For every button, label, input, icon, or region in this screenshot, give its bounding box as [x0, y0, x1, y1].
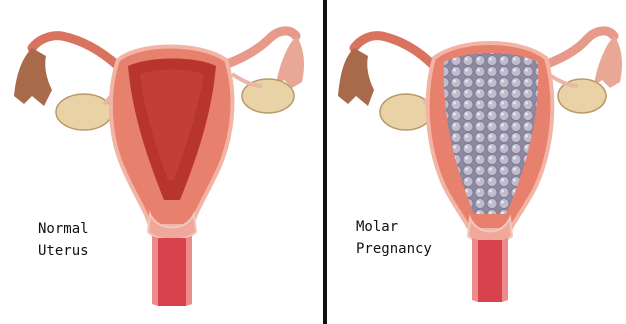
molar-pregnancy-label: Molar Pregnancy	[356, 216, 432, 260]
left-fimbriae	[14, 48, 52, 106]
left-fimbriae	[338, 48, 374, 106]
molar-pregnancy-label-line2: Pregnancy	[356, 238, 432, 260]
vagina-left-wall	[472, 238, 478, 302]
vagina	[156, 238, 188, 306]
normal-uterus-illustration	[0, 0, 324, 324]
left-ovary	[380, 94, 432, 130]
molar-pregnancy-illustration	[330, 0, 626, 324]
vagina	[476, 240, 504, 302]
left-ovary	[56, 94, 112, 130]
normal-uterus-panel: Normal Uterus	[0, 0, 324, 324]
vagina-right-wall	[186, 236, 192, 306]
vagina-right-wall	[502, 238, 508, 302]
normal-uterus-label-line1: Normal	[38, 218, 89, 240]
normal-uterus-label-line2: Uterus	[38, 240, 89, 262]
vagina-left-wall	[152, 236, 158, 306]
molar-pregnancy-label-line1: Molar	[356, 216, 432, 238]
molar-pregnancy-panel: Molar Pregnancy	[330, 0, 626, 324]
right-fimbriae	[594, 36, 622, 88]
normal-uterus-label: Normal Uterus	[38, 218, 89, 262]
